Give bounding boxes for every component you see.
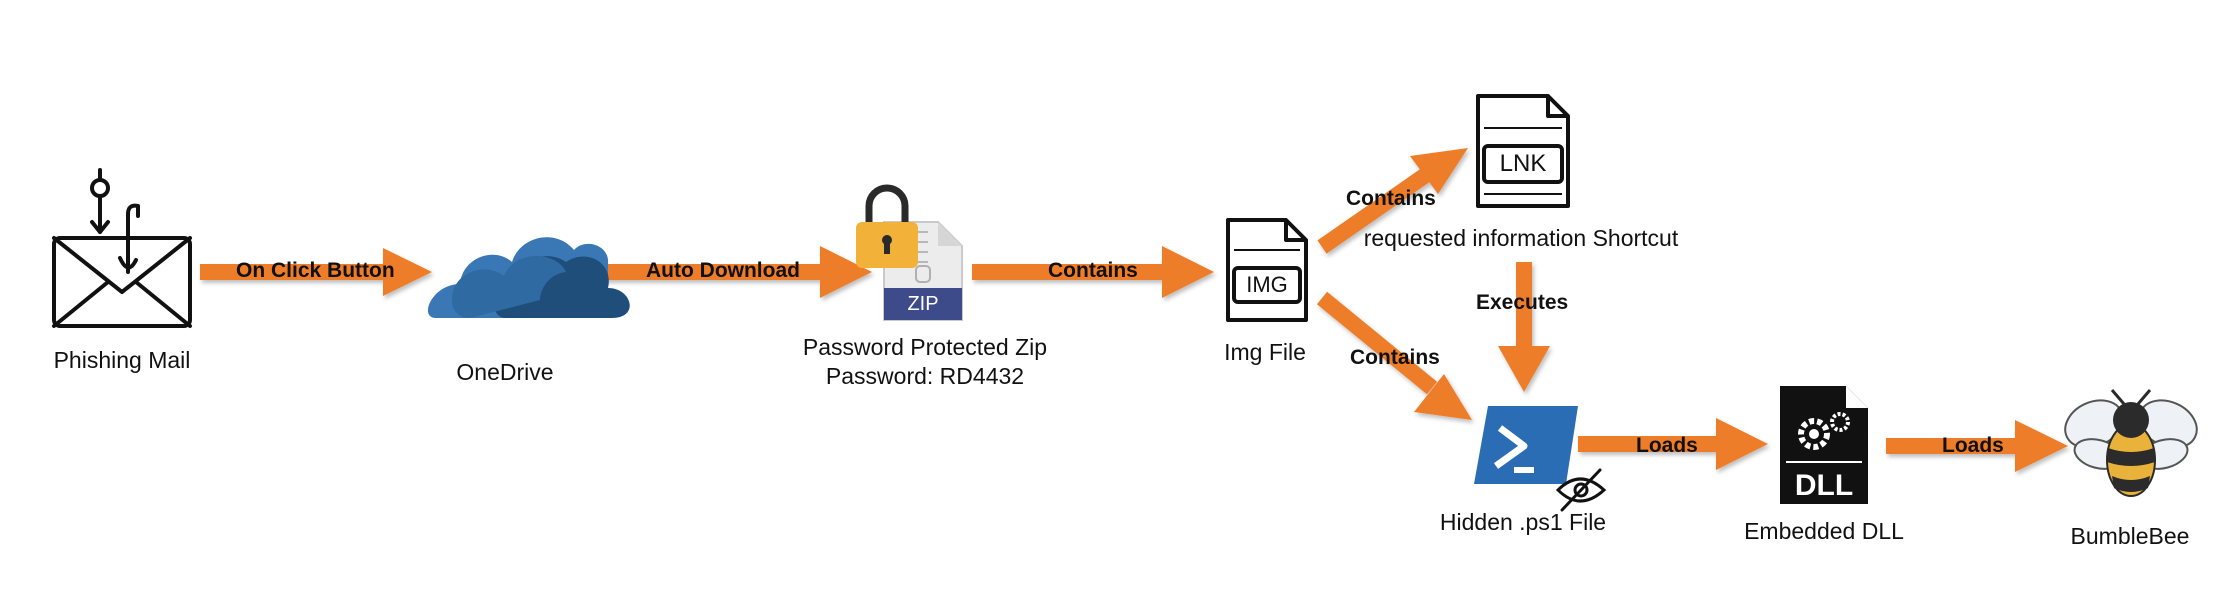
lnk-badge-text: LNK <box>1499 150 1547 177</box>
node-label-phishing-mail: Phishing Mail <box>53 347 191 373</box>
node-label-onedrive: OneDrive <box>456 359 554 385</box>
edge-label-img-contains-lnk: Contains <box>1346 187 1436 210</box>
onedrive-cloud-icon <box>427 237 630 318</box>
zip-badge-text: ZIP <box>907 293 939 315</box>
locked-zip-icon <box>856 184 963 321</box>
arrow-img-to-lnk-head <box>1410 148 1468 194</box>
edge-label-img-contains-ps1: Contains <box>1350 346 1440 369</box>
node-label-ps1: Hidden .ps1 File <box>1439 509 1607 535</box>
node-label-lnk: requested information Shortcut <box>1363 225 1679 251</box>
edge-label-executes: Executes <box>1476 291 1569 314</box>
arrow-lnk-to-ps1-head <box>1498 346 1550 392</box>
arrow-dll-to-bee <box>1886 420 2068 472</box>
powershell-icon <box>1474 406 1578 484</box>
img-file-icon <box>1226 218 1308 322</box>
node-label-bumblebee: BumbleBee <box>2070 523 2190 549</box>
dll-file-icon <box>1780 386 1868 504</box>
dll-badge-text: DLL <box>1794 469 1854 502</box>
img-badge-text: IMG <box>1246 272 1288 297</box>
arrow-img-to-lnk-shaft <box>1317 165 1435 254</box>
edge-label-zip-contains: Contains <box>1048 259 1138 282</box>
node-label-dll: Embedded DLL <box>1744 518 1904 544</box>
envelope-fishhook-icon <box>52 168 192 328</box>
arrow-zip-to-img <box>972 246 1214 298</box>
arrow-ps1-to-dll-head <box>1716 418 1768 470</box>
edge-label-ps1-loads: Loads <box>1636 434 1698 457</box>
node-label-img-file: Img File <box>1224 339 1306 365</box>
edge-label-on-click-button: On Click Button <box>236 259 395 282</box>
lnk-file-icon <box>1476 94 1570 208</box>
arrow-img-to-ps1-shaft <box>1316 291 1438 395</box>
edge-label-dll-loads: Loads <box>1942 434 2004 457</box>
hidden-eye-icon <box>1555 468 1607 512</box>
node-label-zip-line1: Password Protected Zip <box>802 334 1048 360</box>
arrows <box>200 246 2068 472</box>
bee-icon <box>2064 389 2198 497</box>
node-label-zip-line2: Password: RD4432 <box>825 363 1025 389</box>
arrow-img-to-ps1-head <box>1414 374 1472 420</box>
arrow-mail-to-onedrive <box>200 248 432 296</box>
arrow-onedrive-to-zip <box>578 246 872 298</box>
arrows-angled <box>1316 148 1768 470</box>
edge-label-auto-download: Auto Download <box>646 259 800 282</box>
